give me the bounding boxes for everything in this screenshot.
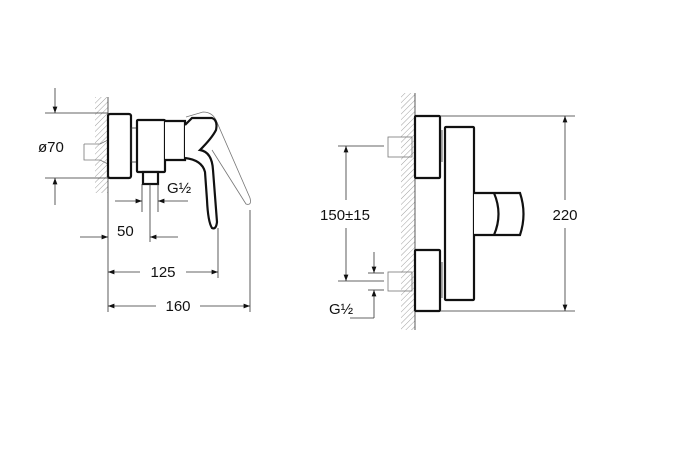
side-view: ø70 G½ 50 125 160: [38, 88, 251, 315]
body-depth-label: 125: [150, 264, 175, 281]
height-label: 220: [552, 207, 577, 224]
escutcheon: [106, 112, 133, 180]
front-view: 220 150±15 G½: [320, 93, 578, 330]
center-distance-label: 150±15: [320, 207, 370, 224]
wall-hatch: [95, 97, 108, 193]
lever-handle: [184, 116, 219, 230]
outlet: [141, 170, 160, 186]
supply-pipe: [83, 139, 109, 165]
total-depth-label: 160: [165, 298, 190, 315]
supply-pipe-top: [387, 136, 413, 158]
escutcheon-top: [413, 114, 442, 180]
handle-neck: [165, 119, 187, 162]
outlet-offset-label: 50: [117, 223, 134, 240]
escutcheon-bottom: [413, 248, 442, 313]
thread-label: G½: [329, 301, 354, 318]
diameter-label: ø70: [38, 139, 64, 156]
valve-body: [135, 118, 167, 174]
supply-pipe-bottom: [387, 271, 413, 292]
thread-label: G½: [167, 180, 192, 197]
valve-body: [443, 125, 476, 302]
wall-hatch: [401, 93, 415, 330]
ghost-handle: [185, 111, 251, 205]
